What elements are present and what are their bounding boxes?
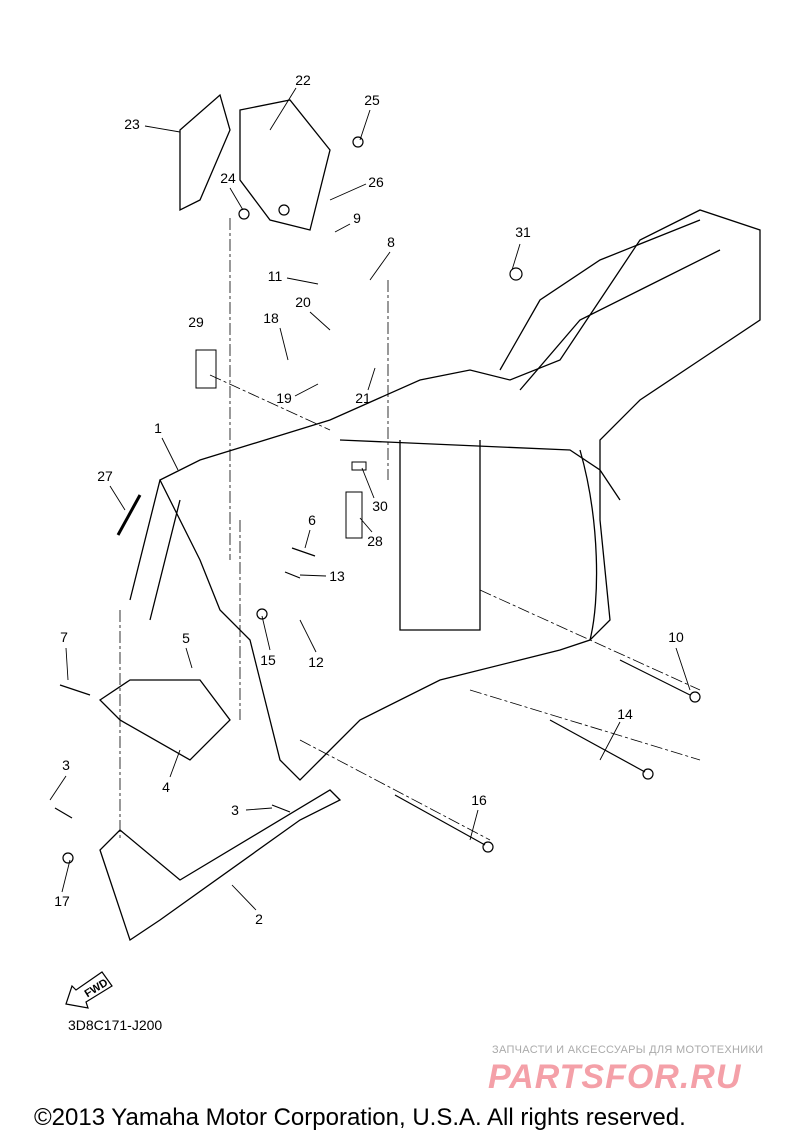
fwd-arrow-icon: FWD xyxy=(65,971,113,1009)
callout: 31 xyxy=(515,224,531,240)
callout: 24 xyxy=(220,170,236,186)
callout: 14 xyxy=(617,706,633,722)
callout: 26 xyxy=(368,174,384,190)
callout: 15 xyxy=(260,652,276,668)
callout: 11 xyxy=(267,268,283,284)
callout: 10 xyxy=(668,629,684,645)
callout: 2 xyxy=(255,911,263,927)
alignment-lines xyxy=(119,218,701,841)
callout: 5 xyxy=(182,630,190,646)
callout: 21 xyxy=(355,390,371,406)
callout: 3 xyxy=(62,757,70,773)
frame-outline xyxy=(98,93,761,942)
callout: 30 xyxy=(372,498,388,514)
callout: 9 xyxy=(353,210,361,226)
callout: 3 xyxy=(231,802,239,818)
callout: 28 xyxy=(367,533,383,549)
callout: 4 xyxy=(162,779,170,795)
copyright: ©2013 Yamaha Motor Corporation, U.S.A. A… xyxy=(34,1104,686,1131)
label-plate-29 xyxy=(195,349,217,389)
callout: 6 xyxy=(308,512,316,528)
callout: 22 xyxy=(295,72,311,88)
callout: 25 xyxy=(364,92,380,108)
callout: 27 xyxy=(97,468,113,484)
callout: 18 xyxy=(263,310,279,326)
callout: 20 xyxy=(295,294,311,310)
label-plate-30 xyxy=(351,461,367,471)
callout: 7 xyxy=(60,629,68,645)
part-27 xyxy=(116,494,142,536)
callout: 16 xyxy=(471,792,487,808)
callout: 12 xyxy=(308,654,324,670)
diagram-code: 3D8C171-J200 xyxy=(68,1017,163,1033)
frame-diagram xyxy=(49,87,761,942)
callout: 1 xyxy=(154,420,162,436)
callout: 13 xyxy=(329,568,345,584)
callout: 29 xyxy=(188,314,204,330)
label-plate-28 xyxy=(345,491,363,539)
callout: 17 xyxy=(54,893,70,909)
callout: 23 xyxy=(124,116,140,132)
callout: 8 xyxy=(387,234,395,250)
callout: 19 xyxy=(276,390,292,406)
leader-lines xyxy=(49,87,691,911)
watermark-logo: PARTSFOR.RU xyxy=(488,1058,742,1096)
bolts xyxy=(54,136,701,864)
watermark-tagline: ЗАПЧАСТИ И АКСЕССУАРЫ ДЛЯ МОТОТЕХНИКИ xyxy=(492,1044,764,1056)
